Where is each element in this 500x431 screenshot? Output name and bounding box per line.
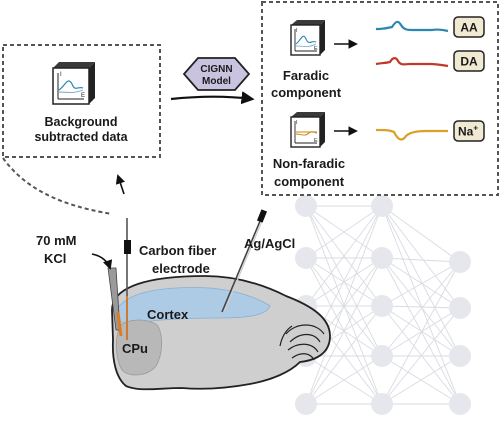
na-badge-text: Na+ bbox=[458, 124, 478, 139]
faradic-label-line1: Faradic bbox=[283, 68, 329, 83]
nn-edge bbox=[381, 307, 461, 357]
nn-edge bbox=[381, 261, 461, 307]
kcl-label-line1: 70 mM bbox=[36, 233, 76, 248]
nn-edge bbox=[381, 261, 461, 357]
ag-agcl-label: Ag/AgCl bbox=[244, 236, 295, 251]
signal-dashed-connector bbox=[2, 157, 113, 215]
non-faradic-x-letter: E bbox=[314, 138, 318, 144]
nn-node bbox=[295, 393, 317, 415]
ag-agcl-reference-electrode bbox=[221, 209, 268, 313]
nn-edge bbox=[305, 305, 383, 405]
nn-edge bbox=[381, 355, 461, 405]
faradic-label-line2: component bbox=[271, 85, 342, 100]
aa-badge: AA bbox=[453, 16, 485, 38]
nn-node bbox=[371, 247, 393, 269]
non-faradic-y-letter: I bbox=[296, 120, 298, 126]
cube-plot-icon: I E bbox=[52, 62, 95, 105]
cortex-label: Cortex bbox=[147, 307, 189, 322]
nn-edge bbox=[305, 257, 383, 405]
signal-up-arrow bbox=[115, 174, 125, 195]
nn-node bbox=[371, 393, 393, 415]
nn-node bbox=[449, 345, 471, 367]
na-badge: Na+ bbox=[453, 120, 485, 142]
nn-edge bbox=[381, 261, 461, 405]
nn-edge bbox=[305, 355, 383, 405]
neural-network-edges bbox=[305, 205, 461, 405]
da-badge: DA bbox=[453, 50, 485, 72]
faradic-y-letter: I bbox=[296, 28, 298, 34]
non-faradic-cube-icon: I E bbox=[290, 112, 325, 148]
nn-node bbox=[295, 195, 317, 217]
na-trace bbox=[375, 128, 448, 141]
nn-edge bbox=[381, 205, 461, 405]
model-arrow bbox=[170, 91, 255, 105]
nn-edge bbox=[381, 305, 461, 309]
background-title-line2: subtracted data bbox=[34, 130, 128, 144]
nn-edge bbox=[305, 257, 383, 307]
brain-section: Cortex CPu bbox=[111, 275, 331, 391]
cignn-model: CIGNN Model bbox=[182, 57, 251, 91]
na-badge-superscript: + bbox=[473, 124, 478, 133]
cpu-label: CPu bbox=[122, 341, 148, 356]
nn-edge bbox=[305, 205, 383, 259]
nn-node bbox=[449, 297, 471, 319]
carbon-fiber-electrode bbox=[124, 218, 131, 340]
nn-edge bbox=[381, 205, 461, 263]
nn-edge bbox=[305, 205, 383, 307]
model-label-line2: Model bbox=[202, 76, 231, 87]
nn-edge bbox=[381, 307, 461, 405]
nn-edge bbox=[381, 257, 461, 309]
nn-node bbox=[449, 251, 471, 273]
nn-edge bbox=[381, 205, 461, 357]
da-badge-text: DA bbox=[460, 55, 478, 69]
neural-network-nodes bbox=[295, 195, 471, 415]
da-trace bbox=[375, 57, 449, 68]
nn-edge bbox=[381, 305, 461, 357]
nn-edge bbox=[381, 205, 461, 309]
aa-trace bbox=[375, 20, 449, 33]
nn-node bbox=[371, 195, 393, 217]
nn-node bbox=[371, 345, 393, 367]
kcl-pipette bbox=[107, 267, 123, 337]
nn-edge bbox=[305, 205, 383, 405]
non-faradic-label-line1: Non-faradic bbox=[273, 156, 345, 171]
components-box bbox=[261, 1, 499, 196]
background-subtracted-box: I E Background subtracted data bbox=[2, 44, 161, 158]
model-label-line1: CIGNN bbox=[200, 64, 232, 75]
electrode-label-line1: Carbon fiber bbox=[139, 243, 216, 258]
nn-edge bbox=[381, 305, 461, 405]
non-faradic-label-line2: component bbox=[274, 174, 345, 189]
kcl-label-line2: KCl bbox=[44, 251, 66, 266]
cerebellum bbox=[279, 324, 325, 361]
electrode-label-line2: electrode bbox=[152, 261, 210, 276]
nn-node bbox=[295, 247, 317, 269]
background-title-line1: Background bbox=[45, 115, 118, 129]
x-axis-letter: E bbox=[81, 93, 85, 99]
faradic-cube-icon: I E bbox=[290, 20, 325, 56]
faradic-x-letter: E bbox=[314, 46, 318, 52]
na-badge-main: Na bbox=[458, 125, 474, 139]
nn-node bbox=[449, 393, 471, 415]
kcl-arrow bbox=[91, 253, 113, 270]
aa-badge-text: AA bbox=[460, 21, 478, 35]
y-axis-letter: I bbox=[60, 72, 62, 78]
nn-edge bbox=[381, 257, 461, 263]
nn-node bbox=[371, 295, 393, 317]
